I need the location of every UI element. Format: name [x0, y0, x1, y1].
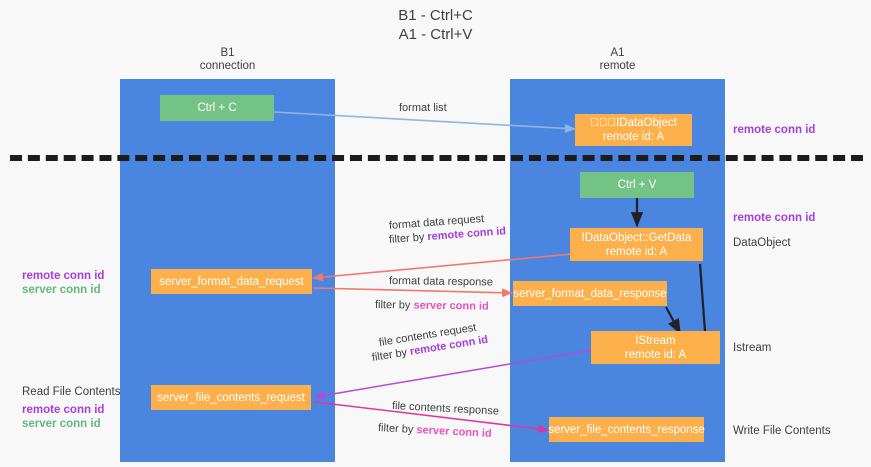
lane-header-b1: B1 connection: [199, 47, 256, 72]
annotation-read-file-contents: Read File Contents: [22, 386, 121, 398]
node-server-file-contents-response[interactable]: server_file_contents_response: [548, 417, 705, 442]
node-idataobject-line2: remote id: A: [602, 131, 665, 143]
node-server-file-contents-request[interactable]: server_file_contents_request: [151, 385, 311, 410]
filter-key-server-conn-id: server conn id: [416, 424, 492, 440]
node-server-format-data-response-label: server_format_data_response: [513, 287, 667, 300]
node-idataobject-line1:    IDataObject: [590, 117, 677, 129]
phase-divider: [10, 155, 863, 161]
edge-label-file-contents-response: file contents response: [391, 400, 500, 418]
node-idataobject[interactable]:    IDataObject remote id: A: [575, 114, 692, 146]
node-ctrl-c-label: Ctrl + C: [197, 102, 237, 114]
node-server-file-contents-response-label: server_file_contents_response: [548, 423, 705, 436]
node-getdata-line2: remote id: A: [605, 245, 668, 258]
annotation-istream: Istream: [733, 342, 772, 354]
edge-label-format-list: format list: [399, 102, 447, 114]
annotation-left-server-conn-id: server conn id: [22, 284, 101, 296]
filter-key-server-conn-id: server conn id: [413, 299, 489, 313]
node-getdata[interactable]: IDataObject::GetData remote id: A: [570, 228, 703, 261]
annotation-remote-conn-id-top: remote conn id: [733, 124, 816, 136]
node-istream[interactable]: IStream remote id: A: [591, 331, 720, 364]
edge-label-file-contents-response-filter: filter by server conn id: [378, 421, 492, 441]
node-getdata-line1: IDataObject::GetData: [581, 231, 692, 244]
annotation-left-remote-conn-id-2: remote conn id: [22, 404, 105, 416]
annotation-dataobject: DataObject: [733, 237, 791, 249]
filter-prefix: filter by: [377, 422, 417, 437]
annotation-write-file-contents: Write File Contents: [733, 425, 831, 437]
lane-header-a1: A1 remote: [599, 47, 636, 72]
node-server-format-data-request-label: server_format_data_request: [159, 275, 304, 288]
node-server-file-contents-request-label: server_file_contents_request: [157, 391, 305, 404]
node-ctrl-v-label: Ctrl + V: [617, 179, 657, 191]
annotation-left-server-conn-id-2: server conn id: [22, 418, 101, 430]
annotation-remote-conn-id-mid: remote conn id: [733, 212, 816, 224]
filter-prefix: filter by: [371, 346, 411, 364]
filter-prefix: filter by: [388, 231, 428, 246]
node-istream-line1: IStream: [635, 334, 676, 347]
node-server-format-data-request[interactable]: server_format_data_request: [151, 269, 312, 294]
diagram-title: B1 - Ctrl+C A1 - Ctrl+V: [398, 7, 473, 43]
annotation-left-remote-conn-id: remote conn id: [22, 270, 105, 282]
filter-prefix: filter by: [374, 299, 414, 312]
node-server-format-data-response[interactable]: server_format_data_response: [513, 281, 667, 306]
node-ctrl-c[interactable]: Ctrl + C: [160, 95, 274, 121]
edge-label-format-data-response: format data response: [388, 275, 494, 289]
node-ctrl-v[interactable]: Ctrl + V: [580, 172, 694, 198]
node-istream-line2: remote id: A: [624, 348, 687, 361]
edge-label-format-data-response-filter: filter by server conn id: [375, 298, 489, 314]
